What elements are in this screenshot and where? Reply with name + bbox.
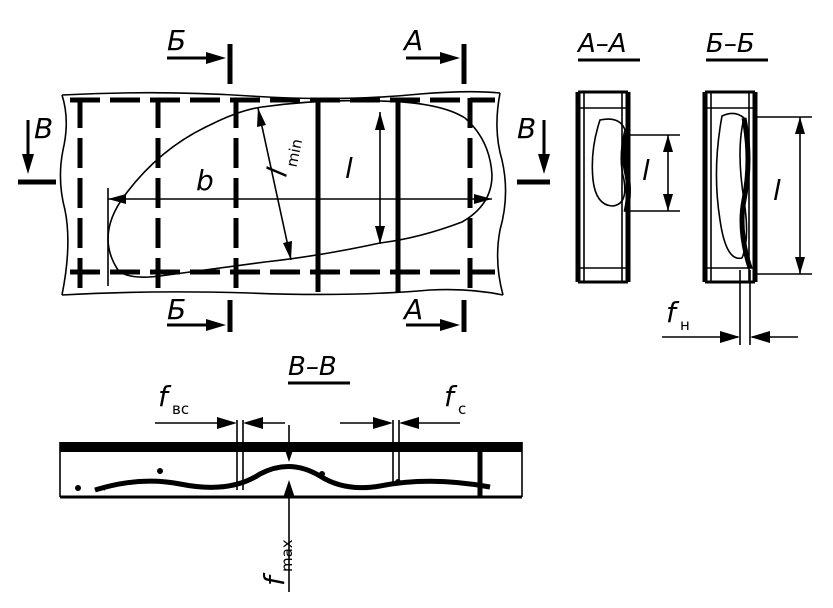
section-bb-title: Б–Б (706, 29, 755, 59)
section-bb-dim-l-label: l (773, 174, 781, 207)
dim-fc-label: f (444, 380, 458, 413)
dim-fvc-label: f (158, 380, 172, 413)
section-mark-b-bottom: Б (167, 293, 233, 332)
dim-fn-subscript: н (680, 316, 690, 334)
dim-fc-subscript: с (458, 400, 466, 418)
section-mark-v-right: В (517, 112, 550, 185)
dim-fmax-label: f (258, 572, 291, 586)
dim-fvc-subscript: вс (172, 400, 189, 418)
section-mark-b-top: Б (167, 24, 233, 84)
dim-l-label: l (345, 152, 353, 185)
plan-view: b l l min (59, 90, 507, 296)
dim-lmin-line (257, 107, 292, 261)
dim-fmax-subscript: max (278, 539, 296, 572)
plan-top-edge (61, 90, 501, 100)
svg-text:А: А (402, 24, 423, 57)
section-bb: Б–Б l f н (662, 29, 812, 345)
svg-text:Б: Б (167, 24, 186, 57)
svg-text:А: А (402, 293, 423, 326)
svg-text:В: В (34, 112, 53, 145)
plan-left-break (59, 94, 69, 296)
section-vv: В–В f вс f с (59, 352, 523, 592)
section-vv-title: В–В (288, 352, 337, 382)
dim-l-arrowhead (375, 226, 385, 244)
defect-outline (107, 99, 493, 278)
dim-l-arrowhead (375, 112, 385, 130)
dim-fn-label: f (666, 296, 680, 329)
section-aa-dim-l-label: l (642, 154, 650, 187)
dim-lmin-subscript: min (283, 137, 306, 168)
dim-lmin-arrowhead (283, 241, 292, 260)
dim-b-arrowhead (108, 194, 126, 204)
section-aa: А–А l (575, 29, 680, 284)
section-aa-title: А–А (576, 29, 627, 59)
dim-b-label: b (196, 164, 214, 197)
svg-text:В: В (517, 112, 536, 145)
section-mark-a-bottom: А (402, 293, 467, 332)
plan-right-break (496, 92, 507, 296)
dim-b-arrowhead (474, 194, 492, 204)
dim-lmin-arrowhead (257, 108, 266, 127)
section-mark-a-top: А (402, 24, 467, 84)
plan-bottom-edge (61, 288, 504, 296)
section-mark-v-left: В (18, 112, 56, 185)
svg-text:Б: Б (167, 293, 186, 326)
